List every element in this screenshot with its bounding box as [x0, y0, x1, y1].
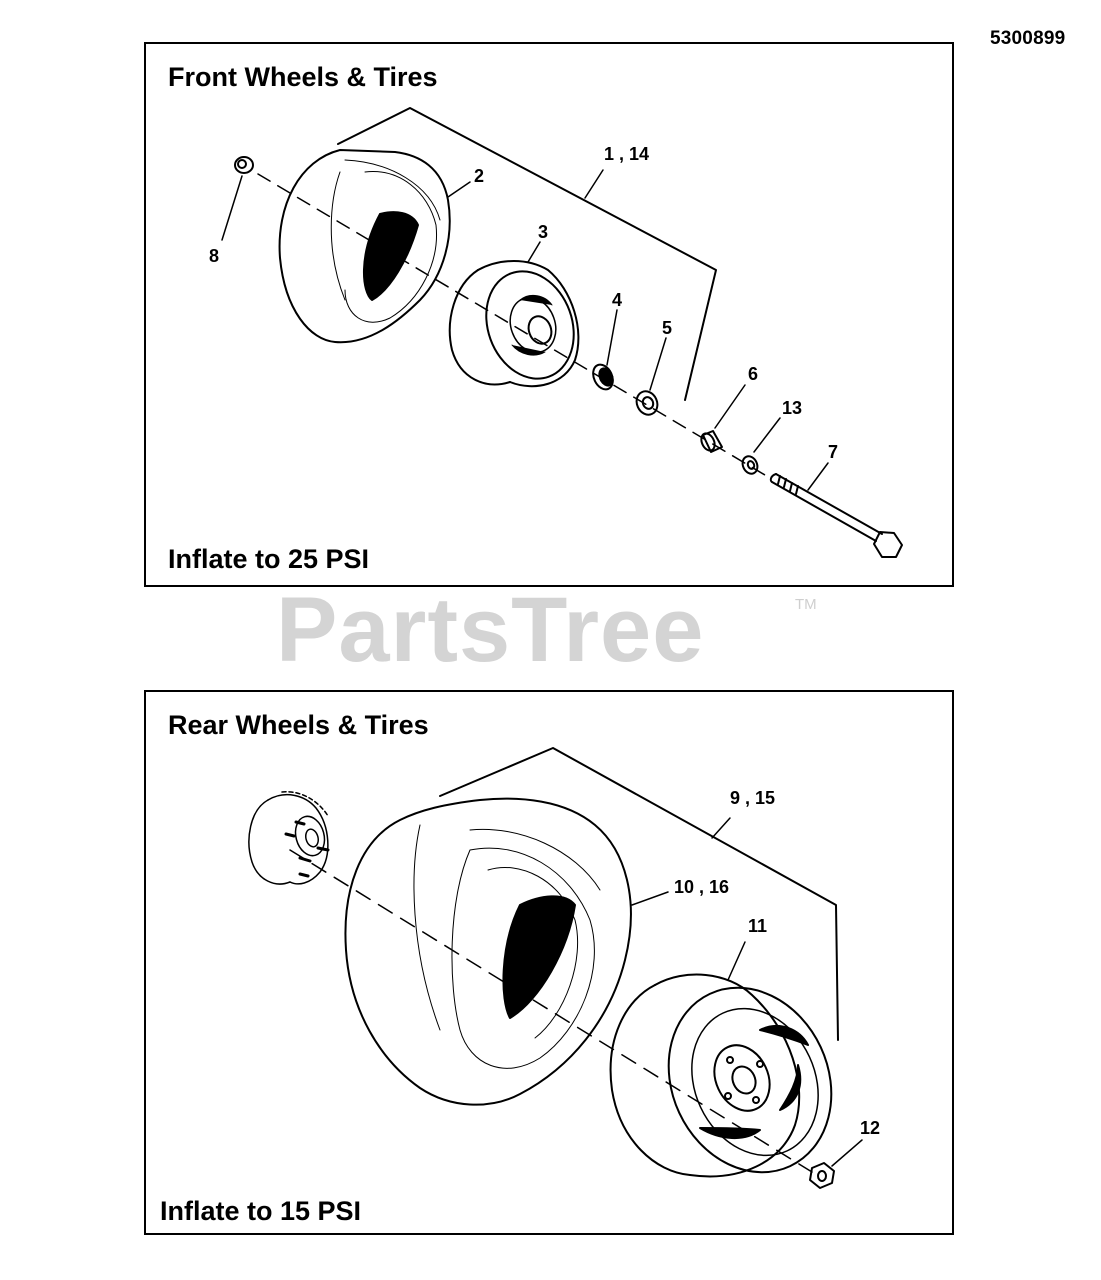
- front-washer-13: [741, 455, 759, 475]
- rear-hub: [248, 791, 330, 885]
- callout-10-16: 10 , 16: [674, 877, 729, 897]
- rear-panel-title: Rear Wheels & Tires: [168, 710, 429, 740]
- callout-13: 13: [782, 398, 802, 418]
- leader-line-4: [606, 309, 618, 366]
- leader-line-8: [221, 175, 243, 241]
- callout-2: 2: [474, 166, 484, 186]
- leader-line-1-14: [584, 169, 604, 199]
- callout-1-14: 1 , 14: [604, 144, 649, 164]
- callout-9-15: 9 , 15: [730, 788, 775, 808]
- callout-12: 12: [860, 1118, 880, 1138]
- front-nut-8: [234, 156, 254, 174]
- front-panel-title: Front Wheels & Tires: [168, 62, 438, 92]
- leader-line-7: [807, 462, 829, 491]
- callout-8: 8: [209, 246, 219, 266]
- leader-line-9-15: [711, 817, 731, 839]
- rear-inflation-note: Inflate to 15 PSI: [160, 1196, 362, 1226]
- front-bolt-7: [769, 473, 903, 558]
- leader-line-5: [649, 337, 667, 391]
- leader-line-11: [727, 941, 746, 981]
- assembly-bracket-rear: [439, 747, 839, 1041]
- front-axis-line: [257, 173, 771, 479]
- leader-line-3: [527, 241, 541, 263]
- front-washer-5: [635, 390, 659, 416]
- front-spacer-6: [700, 430, 723, 453]
- front-tire-2: [278, 149, 451, 344]
- leader-line-12: [831, 1139, 863, 1167]
- callout-11: 11: [748, 916, 767, 936]
- callout-5: 5: [662, 318, 672, 338]
- rear-rim-11: [609, 973, 833, 1178]
- leader-line-10-16: [631, 891, 669, 906]
- callout-4: 4: [612, 290, 622, 310]
- front-wheels-panel: Front Wheels & Tires Inflate to 25 PSI: [144, 42, 954, 587]
- assembly-bracket-front: [337, 107, 717, 401]
- leader-line-2: [447, 181, 471, 198]
- callout-7: 7: [828, 442, 838, 462]
- callout-6: 6: [748, 364, 758, 384]
- rear-tire-10-16: [344, 797, 632, 1106]
- leader-line-13: [753, 417, 781, 453]
- trademark-mark: TM: [795, 596, 817, 613]
- leader-line-6: [714, 384, 746, 429]
- front-rim-3: [448, 260, 580, 388]
- front-bearing-4: [592, 363, 614, 391]
- front-inflation-note: Inflate to 25 PSI: [168, 544, 370, 574]
- callout-3: 3: [538, 222, 548, 242]
- rear-lug-nut-12: [809, 1162, 835, 1189]
- partstree-watermark: PartsTree: [276, 579, 705, 681]
- document-number: 5300899: [990, 28, 1066, 49]
